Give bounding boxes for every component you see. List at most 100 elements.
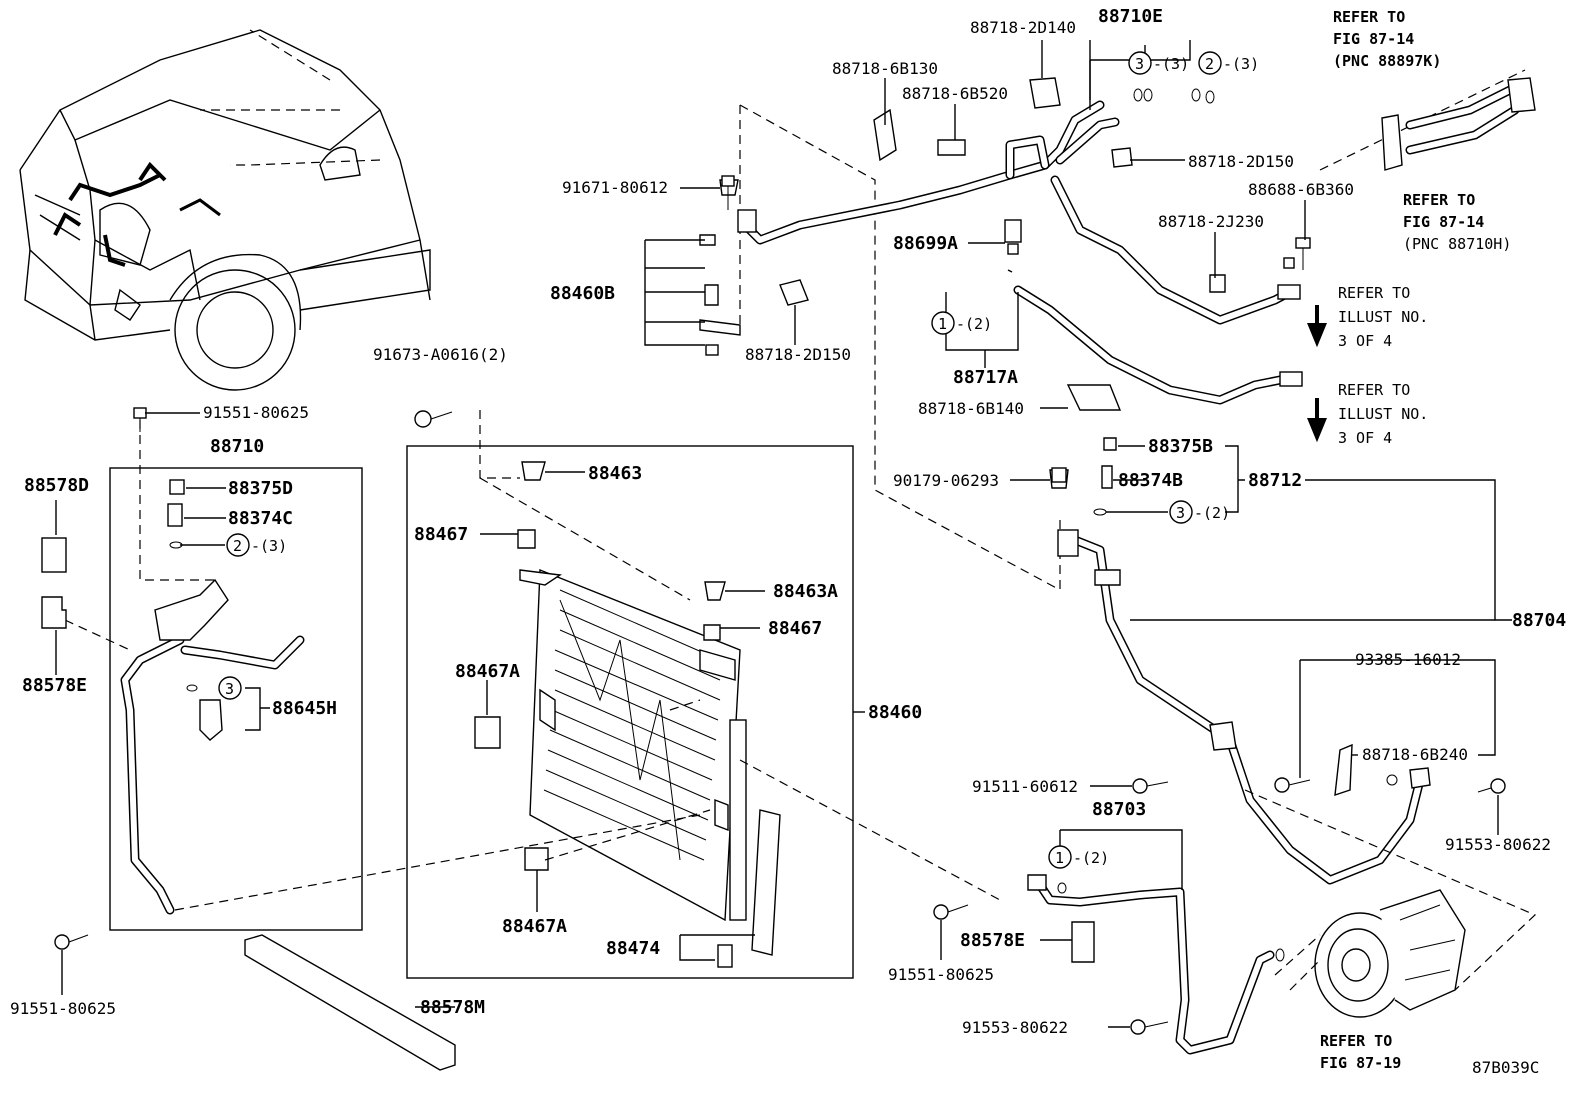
- label-91511-60612: 91511-60612: [972, 777, 1078, 796]
- pad-88578E-right: [1071, 921, 1095, 963]
- svg-text:2: 2: [1205, 55, 1214, 73]
- label-88578M: 88578M: [420, 997, 485, 1018]
- callout-1-mid: 1-(2): [931, 311, 992, 335]
- label-88717A: 88717A: [953, 367, 1018, 388]
- svg-text:-(3): -(3): [251, 537, 287, 555]
- bolt-93385-16012: [1274, 777, 1311, 793]
- down-arrow-icon: [1307, 398, 1327, 443]
- condenser-fins: [543, 589, 721, 861]
- label-88463A: 88463A: [773, 581, 838, 602]
- callout-1-bot: 1 -(2): [1048, 845, 1109, 869]
- svg-text:ILLUST NO.: ILLUST NO.: [1338, 308, 1428, 326]
- svg-text:(PNC 88710H): (PNC 88710H): [1403, 235, 1511, 253]
- label-88467A-b: 88467A: [502, 916, 567, 937]
- label-88688-6B360: 88688-6B360: [1248, 180, 1354, 199]
- bolt-90179-06293: [1051, 467, 1067, 483]
- callout-2-left: 2 -(3): [226, 533, 287, 557]
- bolt-88688-6B360: [1283, 237, 1311, 270]
- label-88578E-right: 88578E: [960, 930, 1025, 951]
- label-88578D: 88578D: [24, 475, 89, 496]
- svg-text:3: 3: [1135, 55, 1144, 73]
- svg-text:3: 3: [1176, 504, 1185, 522]
- label-88375B: 88375B: [1148, 436, 1213, 457]
- svg-text:2: 2: [233, 537, 242, 555]
- bolts: [54, 175, 1506, 1035]
- heater-hose-assembly: [1381, 77, 1536, 171]
- label-88704: 88704: [1512, 610, 1566, 631]
- svg-text:REFER TO: REFER TO: [1403, 191, 1475, 209]
- bolt-91553-80622-r: [1477, 778, 1506, 794]
- top-pipes: [699, 77, 1303, 411]
- group-88710-box: [64, 420, 363, 931]
- label-91551-80625-top: 91551-80625: [203, 403, 309, 422]
- suction-hose-88703: [1027, 774, 1398, 1055]
- condenser-box-88460: [174, 410, 1001, 979]
- reference-notes: REFER TO FIG 87-14 (PNC 88897K) REFER TO…: [1320, 8, 1511, 1072]
- label-88699A: 88699A: [893, 233, 958, 254]
- svg-text:3 OF 4: 3 OF 4: [1338, 429, 1392, 447]
- svg-text:-(3): -(3): [1223, 55, 1259, 73]
- down-arrow-icon: [1307, 305, 1327, 348]
- callout-2-top: 2 -(3): [1198, 51, 1259, 75]
- label-88374C: 88374C: [228, 508, 293, 529]
- label-88718-2D140: 88718-2D140: [970, 18, 1076, 37]
- label-91551-80625-bl: 91551-80625: [10, 999, 116, 1018]
- label-88467-a: 88467: [414, 524, 468, 545]
- pad-88578D: [41, 537, 67, 573]
- label-88474: 88474: [606, 938, 660, 959]
- svg-text:-(2): -(2): [1073, 849, 1109, 867]
- label-88718-2J230: 88718-2J230: [1158, 212, 1264, 231]
- svg-text:FIG 87-14: FIG 87-14: [1333, 30, 1414, 48]
- svg-text:ILLUST NO.: ILLUST NO.: [1338, 405, 1428, 423]
- discharge-hose-88704: [1049, 437, 1431, 885]
- label-88578E-left: 88578E: [22, 675, 87, 696]
- label-88703: 88703: [1092, 799, 1146, 820]
- bolt-91551-80625-br: [933, 904, 969, 920]
- label-88460: 88460: [868, 702, 922, 723]
- label-91553-80622-r: 91553-80622: [1445, 835, 1551, 854]
- callouts: 3-(3) 2-(3) 1-(2) 2-(3) 3 3-(2) 1-(2): [218, 51, 1259, 869]
- callout-3-right: 3-(2): [1169, 500, 1230, 524]
- foam-strip-88578M: [244, 934, 456, 1071]
- label-88467-b: 88467: [768, 618, 822, 639]
- label-91553-80622-b: 91553-80622: [962, 1018, 1068, 1037]
- label-88718-2D150-top: 88718-2D150: [1188, 152, 1294, 171]
- bolt-91671-80612: [721, 175, 735, 210]
- bolt-91551-80625-bl: [54, 934, 89, 950]
- figure-code: 87B039C: [1472, 1058, 1539, 1077]
- label-93385-16012: 93385-16012: [1355, 650, 1461, 669]
- svg-text:1: 1: [938, 315, 947, 333]
- svg-text:3: 3: [225, 680, 234, 698]
- label-88710E: 88710E: [1098, 6, 1163, 27]
- label-91673-A0616: 91673-A0616(2): [373, 345, 508, 364]
- label-88645H: 88645H: [272, 698, 337, 719]
- bolt-91673-A0616: [414, 410, 453, 428]
- label-88375D: 88375D: [228, 478, 293, 499]
- svg-text:FIG 87-14: FIG 87-14: [1403, 213, 1484, 231]
- svg-text:REFER TO: REFER TO: [1320, 1032, 1392, 1050]
- svg-text:1: 1: [1055, 849, 1064, 867]
- svg-text:3 OF 4: 3 OF 4: [1338, 332, 1392, 350]
- label-88712: 88712: [1248, 470, 1302, 491]
- label-91671-80612: 91671-80612: [562, 178, 668, 197]
- svg-text:(PNC 88897K): (PNC 88897K): [1333, 52, 1441, 70]
- label-88374B: 88374B: [1118, 470, 1183, 491]
- bolt-91551-80625-top: [133, 407, 147, 432]
- svg-text:REFER TO: REFER TO: [1333, 8, 1405, 26]
- label-88718-6B130: 88718-6B130: [832, 59, 938, 78]
- label-88718-6B240: 88718-6B240: [1362, 745, 1468, 764]
- bolt-91511-60612: [1132, 778, 1169, 794]
- leader-lines: [55, 40, 1512, 1028]
- part-labels: 88718-2D140 88710E 88718-6B130 88718-6B5…: [10, 6, 1566, 1077]
- callout-3-left: 3: [218, 676, 242, 700]
- compressor: [1244, 789, 1537, 1018]
- svg-text:REFER TO: REFER TO: [1338, 284, 1410, 302]
- label-88460B: 88460B: [550, 283, 615, 304]
- label-90179-06293: 90179-06293: [893, 471, 999, 490]
- arrow-icons: [1307, 305, 1327, 443]
- label-88467A-a: 88467A: [455, 661, 520, 682]
- label-88710: 88710: [210, 436, 264, 457]
- pad-88578E-left: [41, 596, 67, 629]
- svg-text:REFER TO: REFER TO: [1338, 381, 1410, 399]
